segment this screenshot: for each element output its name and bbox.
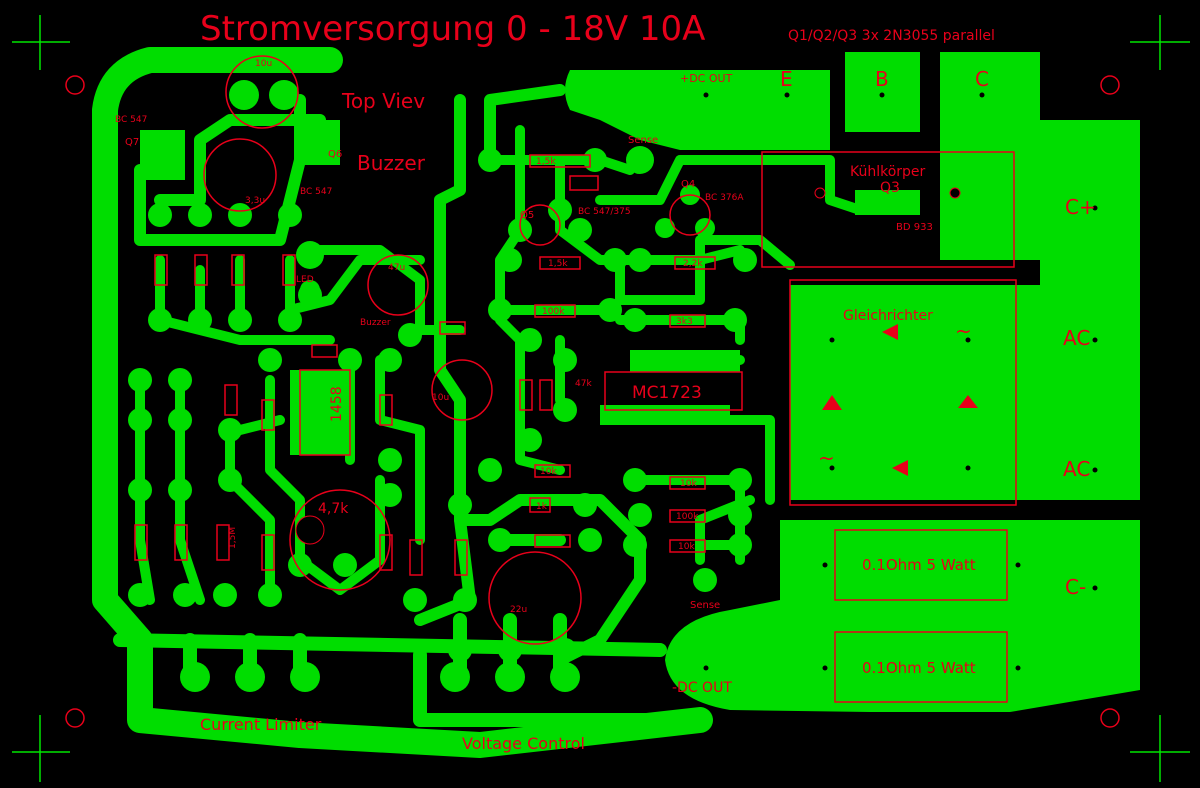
board-title: Stromversorgung 0 - 18V 10A xyxy=(200,9,705,49)
q7-label: Q7 xyxy=(125,137,139,148)
resistor-10k-c-label: 10k xyxy=(678,542,695,552)
dc-out-neg-label: -DC OUT xyxy=(672,680,732,696)
ic-label: MC1723 xyxy=(632,383,702,403)
q5-type-label: BC 547/375 xyxy=(578,207,631,217)
crop-marks xyxy=(12,15,1190,782)
pot-label: 4,7k xyxy=(318,501,349,517)
q6-label: Q6 xyxy=(328,149,342,160)
terminal-e-label: E xyxy=(780,67,793,91)
current-limiter-label: Current Limiter xyxy=(200,715,322,734)
terminal-c-plus-label: C+ xyxy=(1065,195,1096,219)
resistor-100k-b-label: 100k xyxy=(676,512,699,522)
q4-label: Q4 xyxy=(681,179,695,190)
cap-3u3-label: 3,3u xyxy=(245,196,265,206)
resistor-10k-a-label: 10k xyxy=(540,467,557,477)
copper-planes xyxy=(565,52,1140,712)
resistor-1m5-label: 1,5M xyxy=(228,527,238,549)
q7-type-label: BC 547 xyxy=(115,115,147,125)
resistor-47k-label: 47k xyxy=(575,379,592,389)
q4-type-label: BC 376A xyxy=(705,193,744,203)
cap-10u-mid-label: 10u xyxy=(432,393,449,403)
bd933-label: BD 933 xyxy=(896,222,933,233)
q6-type-label: BC 547 xyxy=(300,187,332,197)
resistor-100k-label: 100k xyxy=(542,307,565,317)
resistor-10k-b-label: 10k xyxy=(680,479,697,489)
resistor-1k5b-label: 1,5k xyxy=(548,259,568,269)
terminal-c-label: C xyxy=(975,67,989,91)
cap-47u-label: 47u xyxy=(388,263,405,273)
shunt1-label: 0.1Ohm 5 Watt xyxy=(862,556,976,574)
dc-out-pos-label: +DC OUT xyxy=(680,72,733,85)
sense2-label: Sense xyxy=(690,600,720,611)
terminal-dots xyxy=(703,92,1098,671)
terminal-ac1-label: AC xyxy=(1063,326,1090,350)
cap-22u-label: 22u xyxy=(510,605,527,615)
cap-10u-top-label: 10u xyxy=(255,59,272,69)
terminal-b-label: B xyxy=(875,67,889,91)
terminal-c-minus-label: C- xyxy=(1065,575,1086,599)
resistor-1k-label: 1k xyxy=(536,502,548,512)
heatsink-label: Kühlkörper xyxy=(850,164,926,180)
buzzer-label: Buzzer xyxy=(357,151,426,175)
q3-label: Q3 xyxy=(880,180,900,196)
resistor-1k5-label: 1,5k xyxy=(536,157,556,167)
resistor-3k3-label: 3k3 xyxy=(676,317,693,327)
opamp-label: 1458 xyxy=(329,386,345,422)
sense1-label: Sense xyxy=(628,135,658,146)
voltage-control-label: Voltage Control xyxy=(462,734,585,753)
component-labels: Kühlkörper Q3 BD 933 Gleichrichter ~ ~ 0… xyxy=(115,59,976,677)
shunt2-label: 0.1Ohm 5 Watt xyxy=(862,659,976,677)
resistor-2k2-label: 2,2k xyxy=(683,259,703,269)
pads xyxy=(128,80,920,692)
buzzer-pad-label: Buzzer xyxy=(360,318,391,328)
drill-holes xyxy=(65,75,1120,728)
led-label: LED xyxy=(296,275,314,285)
ac-symbol-2: ~ xyxy=(818,446,835,470)
view-label: Top Viev xyxy=(341,89,425,113)
ac-symbol-1: ~ xyxy=(955,319,972,343)
q5-label: Q5 xyxy=(520,210,534,221)
rectifier-label: Gleichrichter xyxy=(843,308,933,324)
board-labels: Stromversorgung 0 - 18V 10A Q1/Q2/Q3 3x … xyxy=(200,9,995,175)
silkscreen xyxy=(134,55,1017,703)
terminal-ac2-label: AC xyxy=(1063,457,1090,481)
terminal-labels: +DC OUT E B C C+ AC AC C- -DC OUT Sense … xyxy=(200,67,1096,753)
board-subtitle: Q1/Q2/Q3 3x 2N3055 parallel xyxy=(788,28,995,44)
